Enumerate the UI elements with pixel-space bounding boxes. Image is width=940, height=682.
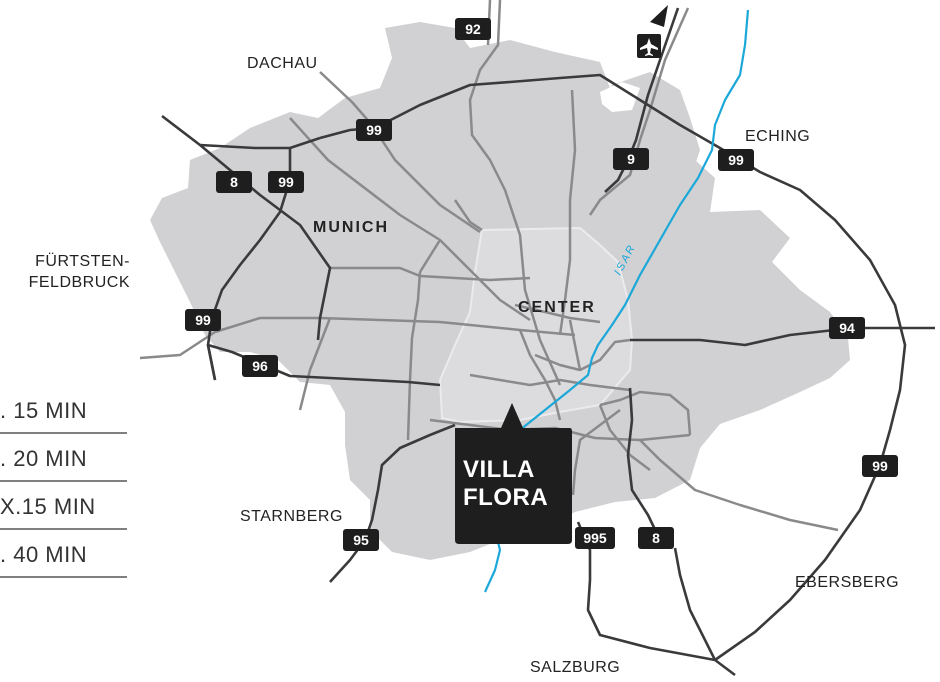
shield-a9: 9 [613, 148, 649, 170]
svg-text:96: 96 [252, 358, 268, 374]
distance-item: . 20 MIN [0, 446, 87, 471]
shield-a99-sw: 99 [185, 309, 221, 331]
shield-a99-west: 99 [268, 171, 304, 193]
distance-item: X.15 MIN [0, 494, 96, 519]
place-fuerstenfeldbruck-line2: FELDBRUCK [29, 274, 130, 291]
place-fuerstenfeldbruck-line1: FÜRTSTEN- [35, 252, 130, 270]
svg-text:99: 99 [872, 458, 888, 474]
district-center: CENTER [518, 299, 596, 316]
svg-text:99: 99 [278, 174, 294, 190]
shield-a995: 995 [575, 527, 615, 549]
svg-text:99: 99 [728, 152, 744, 168]
shield-a96: 96 [242, 355, 278, 377]
distance-item: . 40 MIN [0, 542, 87, 567]
villa-flora-callout: VILLA FLORA [455, 403, 572, 544]
svg-text:99: 99 [195, 312, 211, 328]
distance-list: . 15 MIN . 20 MIN X.15 MIN . 40 MIN [0, 398, 127, 578]
shield-a99-ne: 99 [718, 149, 754, 171]
shield-a95: 95 [343, 529, 379, 551]
shield-a92: 92 [455, 18, 491, 40]
svg-text:95: 95 [353, 532, 369, 548]
callout-line1: VILLA [463, 456, 535, 483]
distance-item: . 15 MIN [0, 398, 87, 423]
svg-text:995: 995 [583, 530, 607, 546]
svg-text:92: 92 [465, 21, 481, 37]
shield-a99-east: 99 [862, 455, 898, 477]
svg-text:8: 8 [230, 174, 238, 190]
shield-a8-south: 8 [638, 527, 674, 549]
white-cutout [600, 82, 640, 112]
shield-a8-west: 8 [216, 171, 252, 193]
airplane-icon [637, 34, 661, 58]
north-arrow-icon [650, 5, 668, 27]
svg-text:8: 8 [652, 530, 660, 546]
place-starnberg: STARNBERG [240, 508, 343, 525]
shield-a99-north: 99 [356, 119, 392, 141]
callout-line2: FLORA [463, 484, 548, 511]
shield-a94: 94 [829, 317, 865, 339]
place-ebersberg: EBERSBERG [795, 574, 899, 591]
svg-text:99: 99 [366, 122, 382, 138]
svg-text:9: 9 [627, 151, 635, 167]
place-salzburg: SALZBURG [530, 659, 620, 676]
district-munich: MUNICH [313, 219, 389, 236]
place-dachau: DACHAU [247, 55, 318, 72]
svg-text:94: 94 [839, 320, 855, 336]
place-eching: ECHING [745, 128, 810, 145]
